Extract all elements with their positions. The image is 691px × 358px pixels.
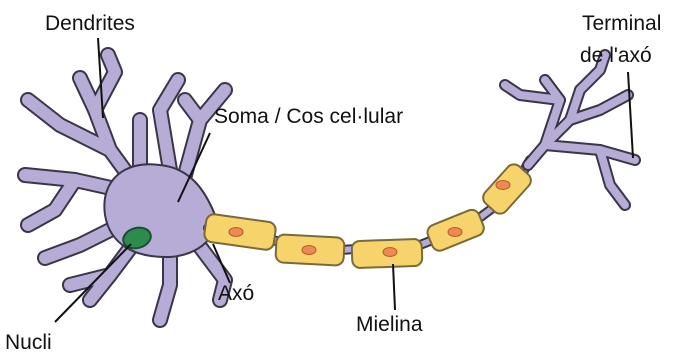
label-terminal-line1: Terminal: [582, 12, 661, 36]
myelin-node-dot: [448, 228, 462, 237]
leader-terminal: [628, 72, 633, 158]
soma-body: [104, 164, 215, 257]
label-axon: Axó: [218, 282, 254, 306]
myelin-node-dot: [302, 246, 316, 255]
label-soma: Soma / Cos cel·lular: [214, 105, 403, 129]
label-terminal-line2: de l'axó: [580, 44, 652, 68]
leader-myelin: [393, 264, 395, 310]
label-dendrites: Dendrites: [45, 12, 135, 36]
myelin-node-dot: [229, 228, 243, 237]
myelin-node-dot: [496, 181, 510, 190]
label-myelin: Mielina: [356, 313, 423, 337]
label-nucleus: Nucli: [5, 331, 52, 355]
myelin-node-dot: [383, 248, 397, 257]
